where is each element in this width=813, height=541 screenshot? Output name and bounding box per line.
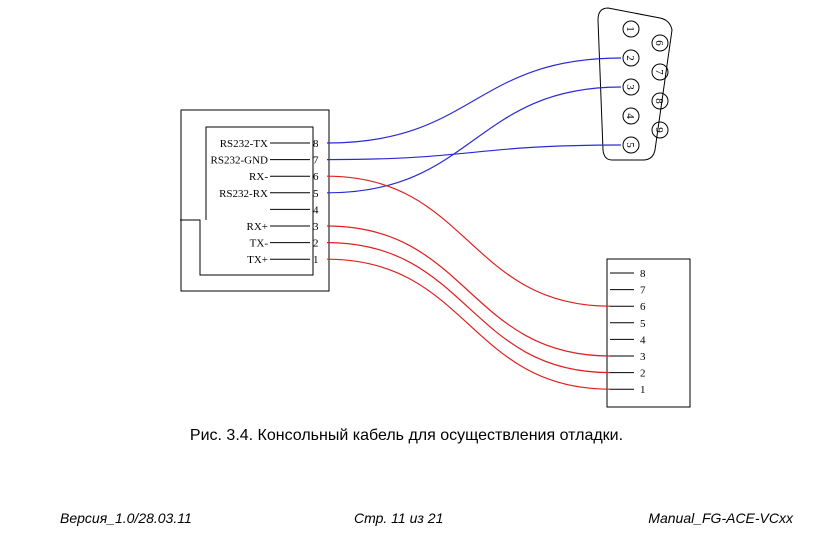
db9-pin-6 <box>651 34 669 52</box>
rj45-pins: 8RS232-TX7RS232-GND6RX-5RS232-RX43RX+2TX… <box>211 138 319 266</box>
rj45-pin-label-6: RX- <box>249 171 268 183</box>
connector8-pin-number-4: 4 <box>640 334 646 346</box>
rj45-inner-frame <box>180 126 314 276</box>
rj45-outer-frame <box>180 109 330 292</box>
db9-pin-number-6: 6 <box>653 40 665 46</box>
rj45-pin-number-2: 2 <box>313 238 319 250</box>
rj45-pin-number-5: 5 <box>313 188 319 200</box>
db9-pin-number-5: 5 <box>624 142 636 148</box>
rj45-pin-number-8: 8 <box>313 138 319 150</box>
wires <box>326 57 622 390</box>
connector8-frame <box>606 258 691 408</box>
rj45-pin-label-2: TX- <box>250 238 269 250</box>
rj45-pin-label-7: RS232-GND <box>211 155 269 167</box>
db9-pin-number-7: 7 <box>653 69 665 75</box>
connector8-pin-number-5: 5 <box>640 318 646 330</box>
db9-pin-number-1: 1 <box>624 26 636 32</box>
db9-pin-number-3: 3 <box>624 84 636 90</box>
connector8-pins: 8 7 6 5 4 3 2 1 <box>610 268 646 396</box>
rj45-pin-number-3: 3 <box>313 221 319 233</box>
db9-pin-number-4: 4 <box>624 113 636 119</box>
db9-pin-1 <box>622 20 640 38</box>
db9-pin-5 <box>622 136 640 154</box>
db9-pin-3 <box>622 78 640 96</box>
cable-diagram: 8RS232-TX7RS232-GND6RX-5RS232-RX43RX+2TX… <box>180 7 691 408</box>
rj45-pin-number-7: 7 <box>313 155 319 167</box>
serial-wire-8-2 <box>326 57 622 144</box>
rj45-pin-label-1: TX+ <box>247 254 268 266</box>
connector8-pin-number-7: 7 <box>640 285 646 297</box>
db9-pin-number-8: 8 <box>653 98 665 104</box>
rj45-pin-label-5: RS232-RX <box>219 188 268 200</box>
db9-pin-8 <box>651 92 669 110</box>
ethernet-wire-3-3 <box>326 225 611 357</box>
serial-wire-7-5 <box>326 144 622 161</box>
footer-page: Стр. 11 из 21 <box>354 510 444 526</box>
rj45-pin-label-3: RX+ <box>247 221 268 233</box>
rj45-pin-label-8: RS232-TX <box>220 138 268 150</box>
figure-caption: Рис. 3.4. Консольный кабель для осуществ… <box>189 427 624 444</box>
connector8-pin-number-3: 3 <box>640 351 646 363</box>
rj45-pin-number-4: 4 <box>313 204 319 216</box>
db9-pin-9 <box>651 121 669 139</box>
connector8-pin-number-8: 8 <box>640 268 646 280</box>
db9-pin-number-9: 9 <box>653 127 665 133</box>
footer-version: Версия_1.0/28.03.11 <box>60 510 192 526</box>
db9-pin-4 <box>622 107 640 125</box>
rj45-pin-number-6: 6 <box>313 171 319 183</box>
db9-pin-number-2: 2 <box>624 55 636 61</box>
db9-pin-7 <box>651 63 669 81</box>
ethernet-wire-6-6 <box>326 175 611 307</box>
connector8-pin-number-2: 2 <box>640 368 646 380</box>
serial-wire-5-3 <box>326 86 622 194</box>
connector8-pin-number-1: 1 <box>640 384 646 396</box>
footer-doc-id: Manual_FG-ACE-VCxx <box>648 510 793 526</box>
connector8-pin-number-6: 6 <box>640 301 646 313</box>
rj45-pin-number-1: 1 <box>313 254 319 266</box>
db9-pins: 1 2 3 4 5 6 7 8 9 <box>622 20 669 154</box>
ethernet-wire-1-1 <box>326 258 611 390</box>
db9-pin-2 <box>622 49 640 67</box>
ethernet-wire-2-2 <box>326 242 611 374</box>
db9-connector-shell <box>597 7 673 161</box>
